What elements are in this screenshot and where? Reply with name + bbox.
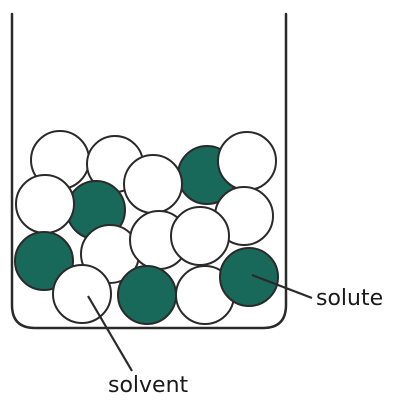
solute-particle bbox=[117, 265, 177, 325]
solvent-particle bbox=[15, 174, 75, 234]
solvent-label: solvent bbox=[108, 373, 189, 398]
solvent-particle bbox=[52, 264, 112, 324]
solvent-leader-line bbox=[87, 295, 133, 372]
solute-leader-line bbox=[251, 273, 313, 300]
beaker bbox=[10, 12, 288, 330]
solvent-particle bbox=[217, 131, 277, 191]
solute-particle bbox=[219, 247, 279, 307]
solvent-particle bbox=[123, 154, 183, 214]
solute-label: solute bbox=[316, 286, 383, 311]
solvent-particle bbox=[170, 206, 230, 266]
